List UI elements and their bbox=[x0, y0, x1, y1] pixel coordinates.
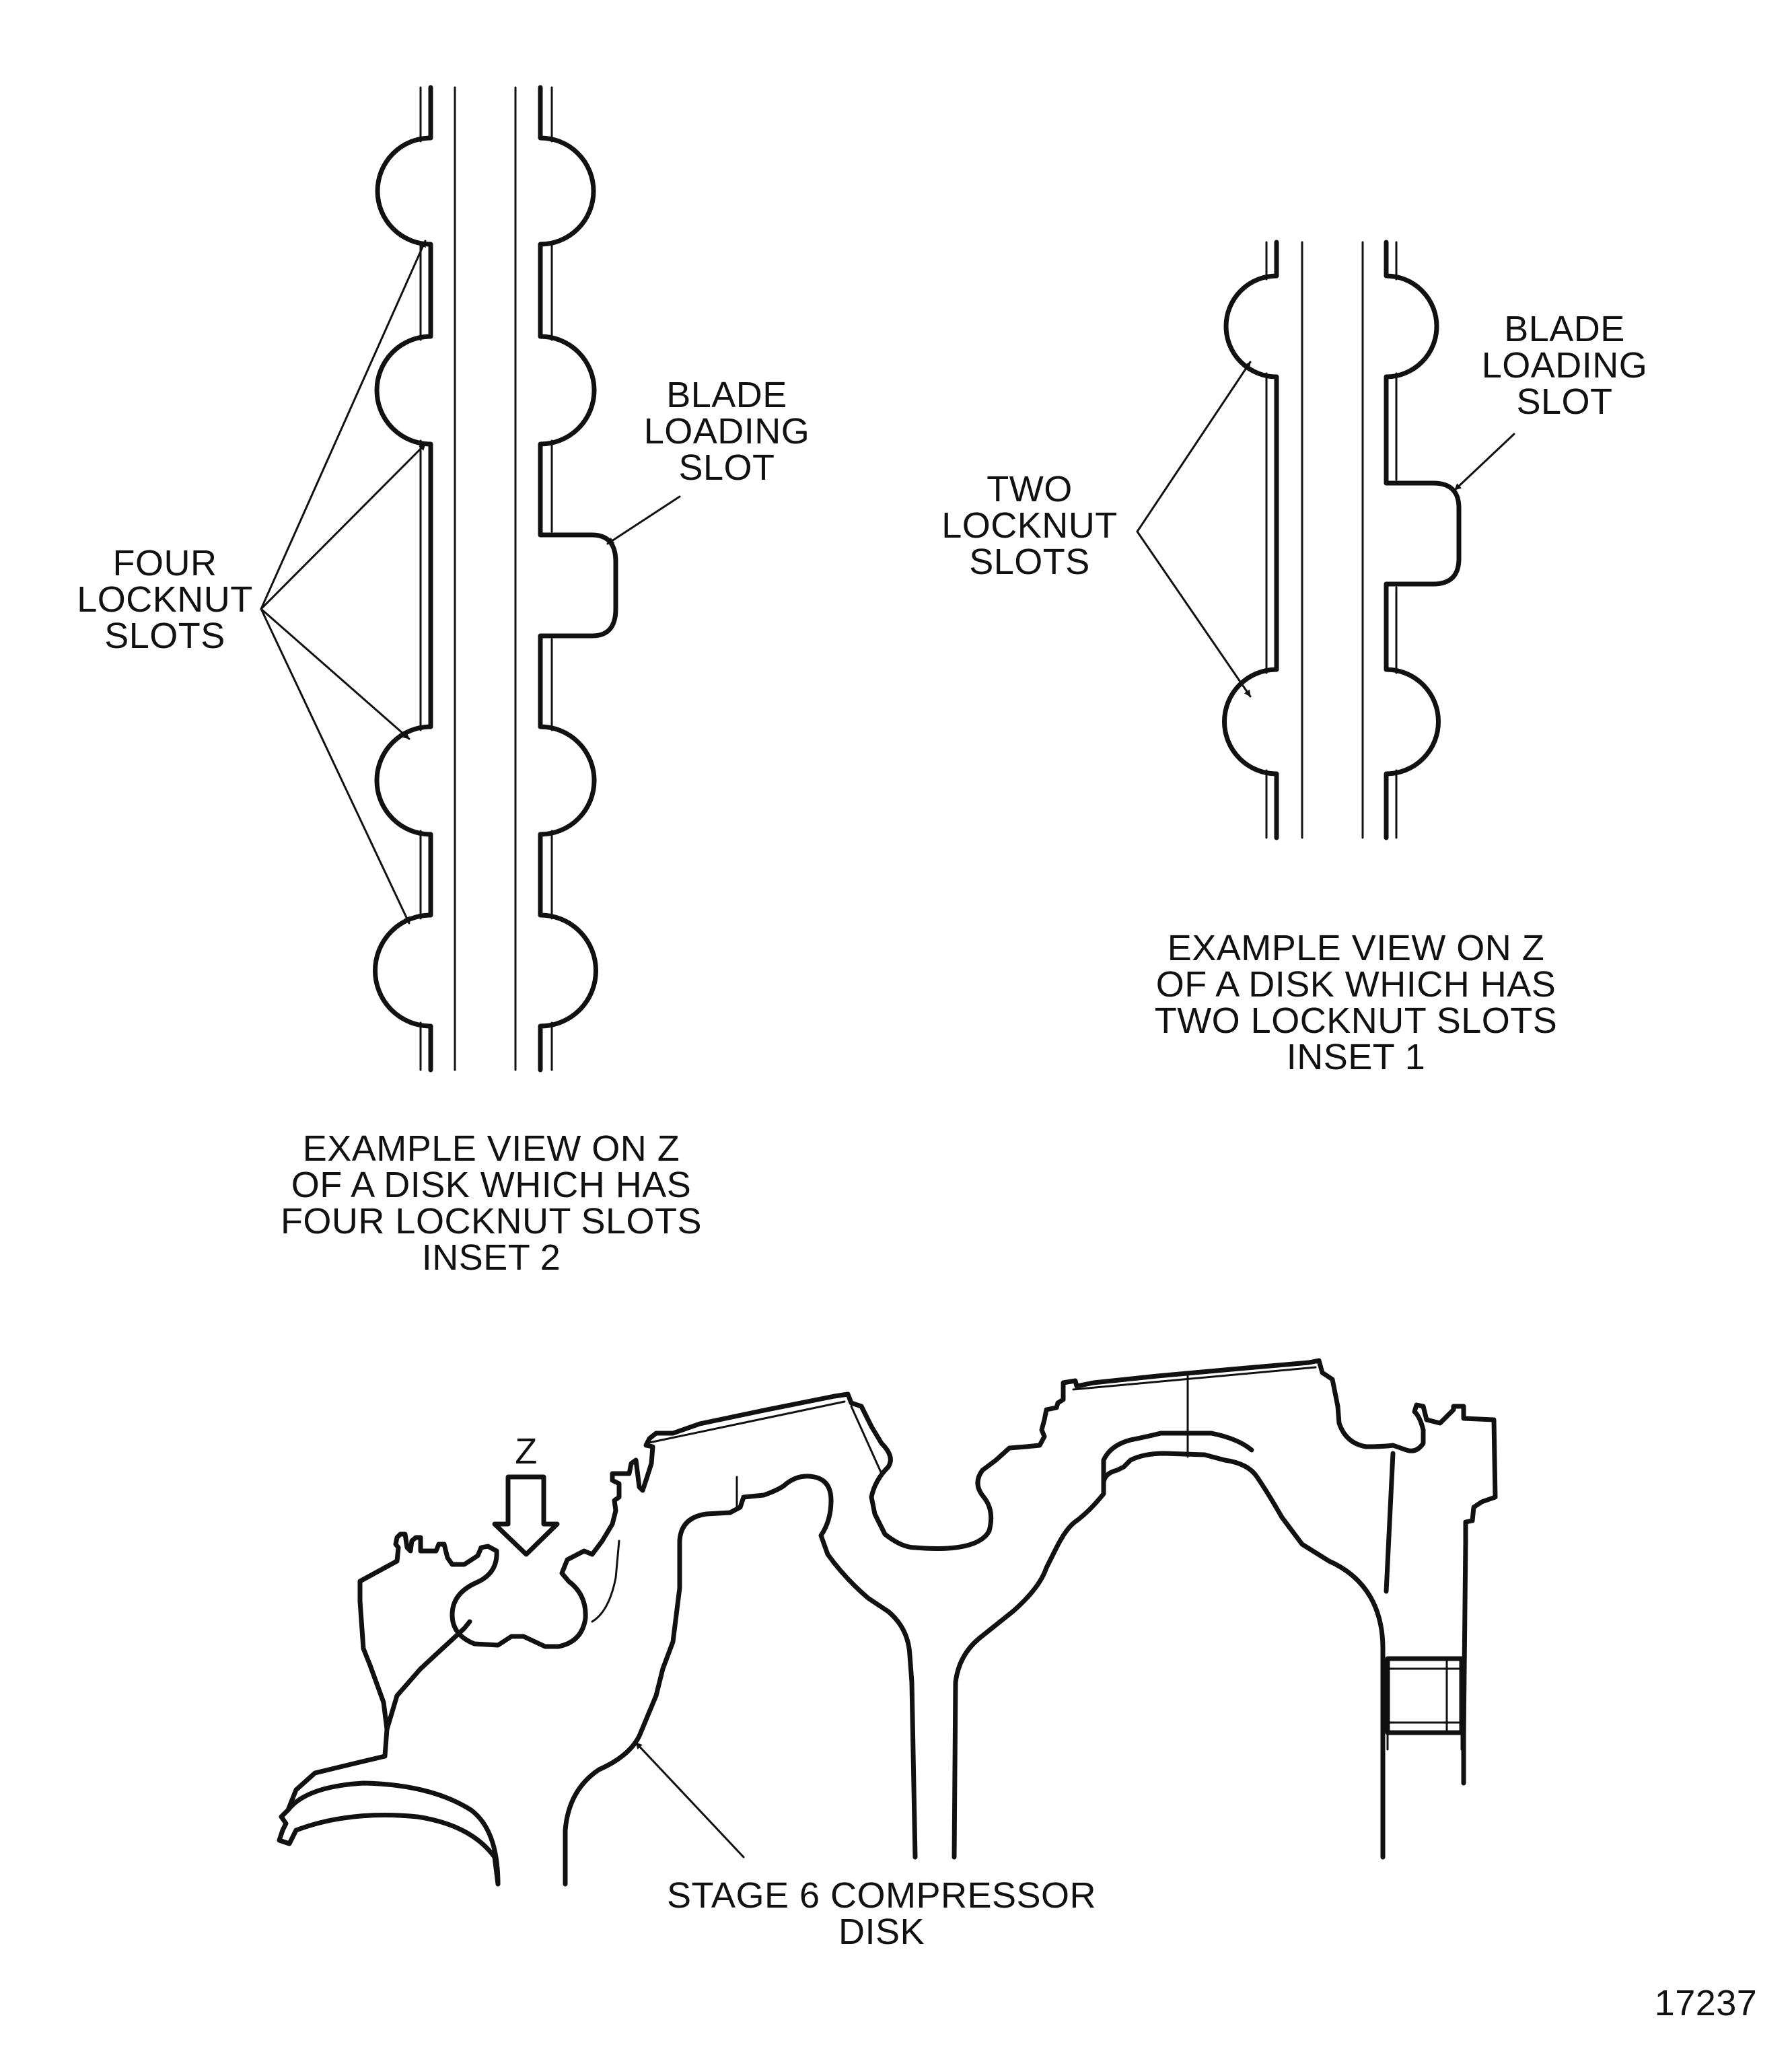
inset2-slot-view bbox=[260, 85, 681, 1073]
view-z-letter: Z bbox=[515, 1431, 538, 1472]
inset1-slot-view bbox=[1136, 240, 1515, 840]
figure-number: 17237 bbox=[1654, 1983, 1758, 2023]
disk-section-view bbox=[277, 1358, 1498, 1887]
